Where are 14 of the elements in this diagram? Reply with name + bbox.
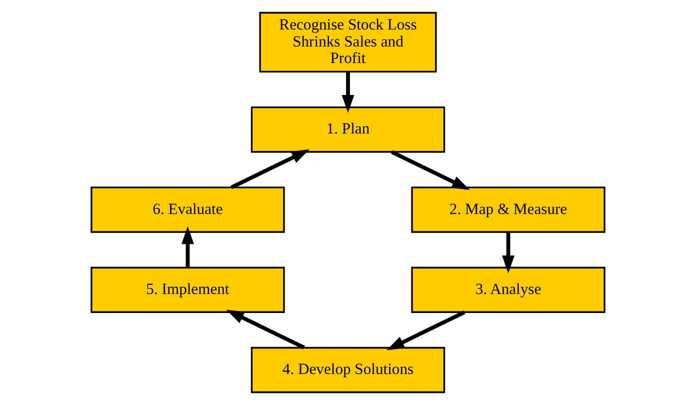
node-box: 4. Develop Solutions — [250, 346, 446, 394]
node-box: 6. Evaluate — [90, 186, 285, 233]
node-box: 3. Analyse — [411, 266, 606, 313]
arrow — [502, 232, 515, 274]
node-box: 1. Plan — [250, 106, 446, 153]
arrow — [226, 310, 306, 350]
node-box: 5. Implement — [90, 266, 285, 313]
arrow — [230, 149, 310, 190]
node-box: Recognise Stock Loss Shrinks Sales and Profit — [259, 12, 437, 73]
arrow — [386, 310, 466, 350]
arrow — [181, 226, 194, 268]
arrow — [342, 72, 354, 113]
arrow — [390, 150, 470, 190]
node-box: 2. Map & Measure — [411, 186, 606, 233]
